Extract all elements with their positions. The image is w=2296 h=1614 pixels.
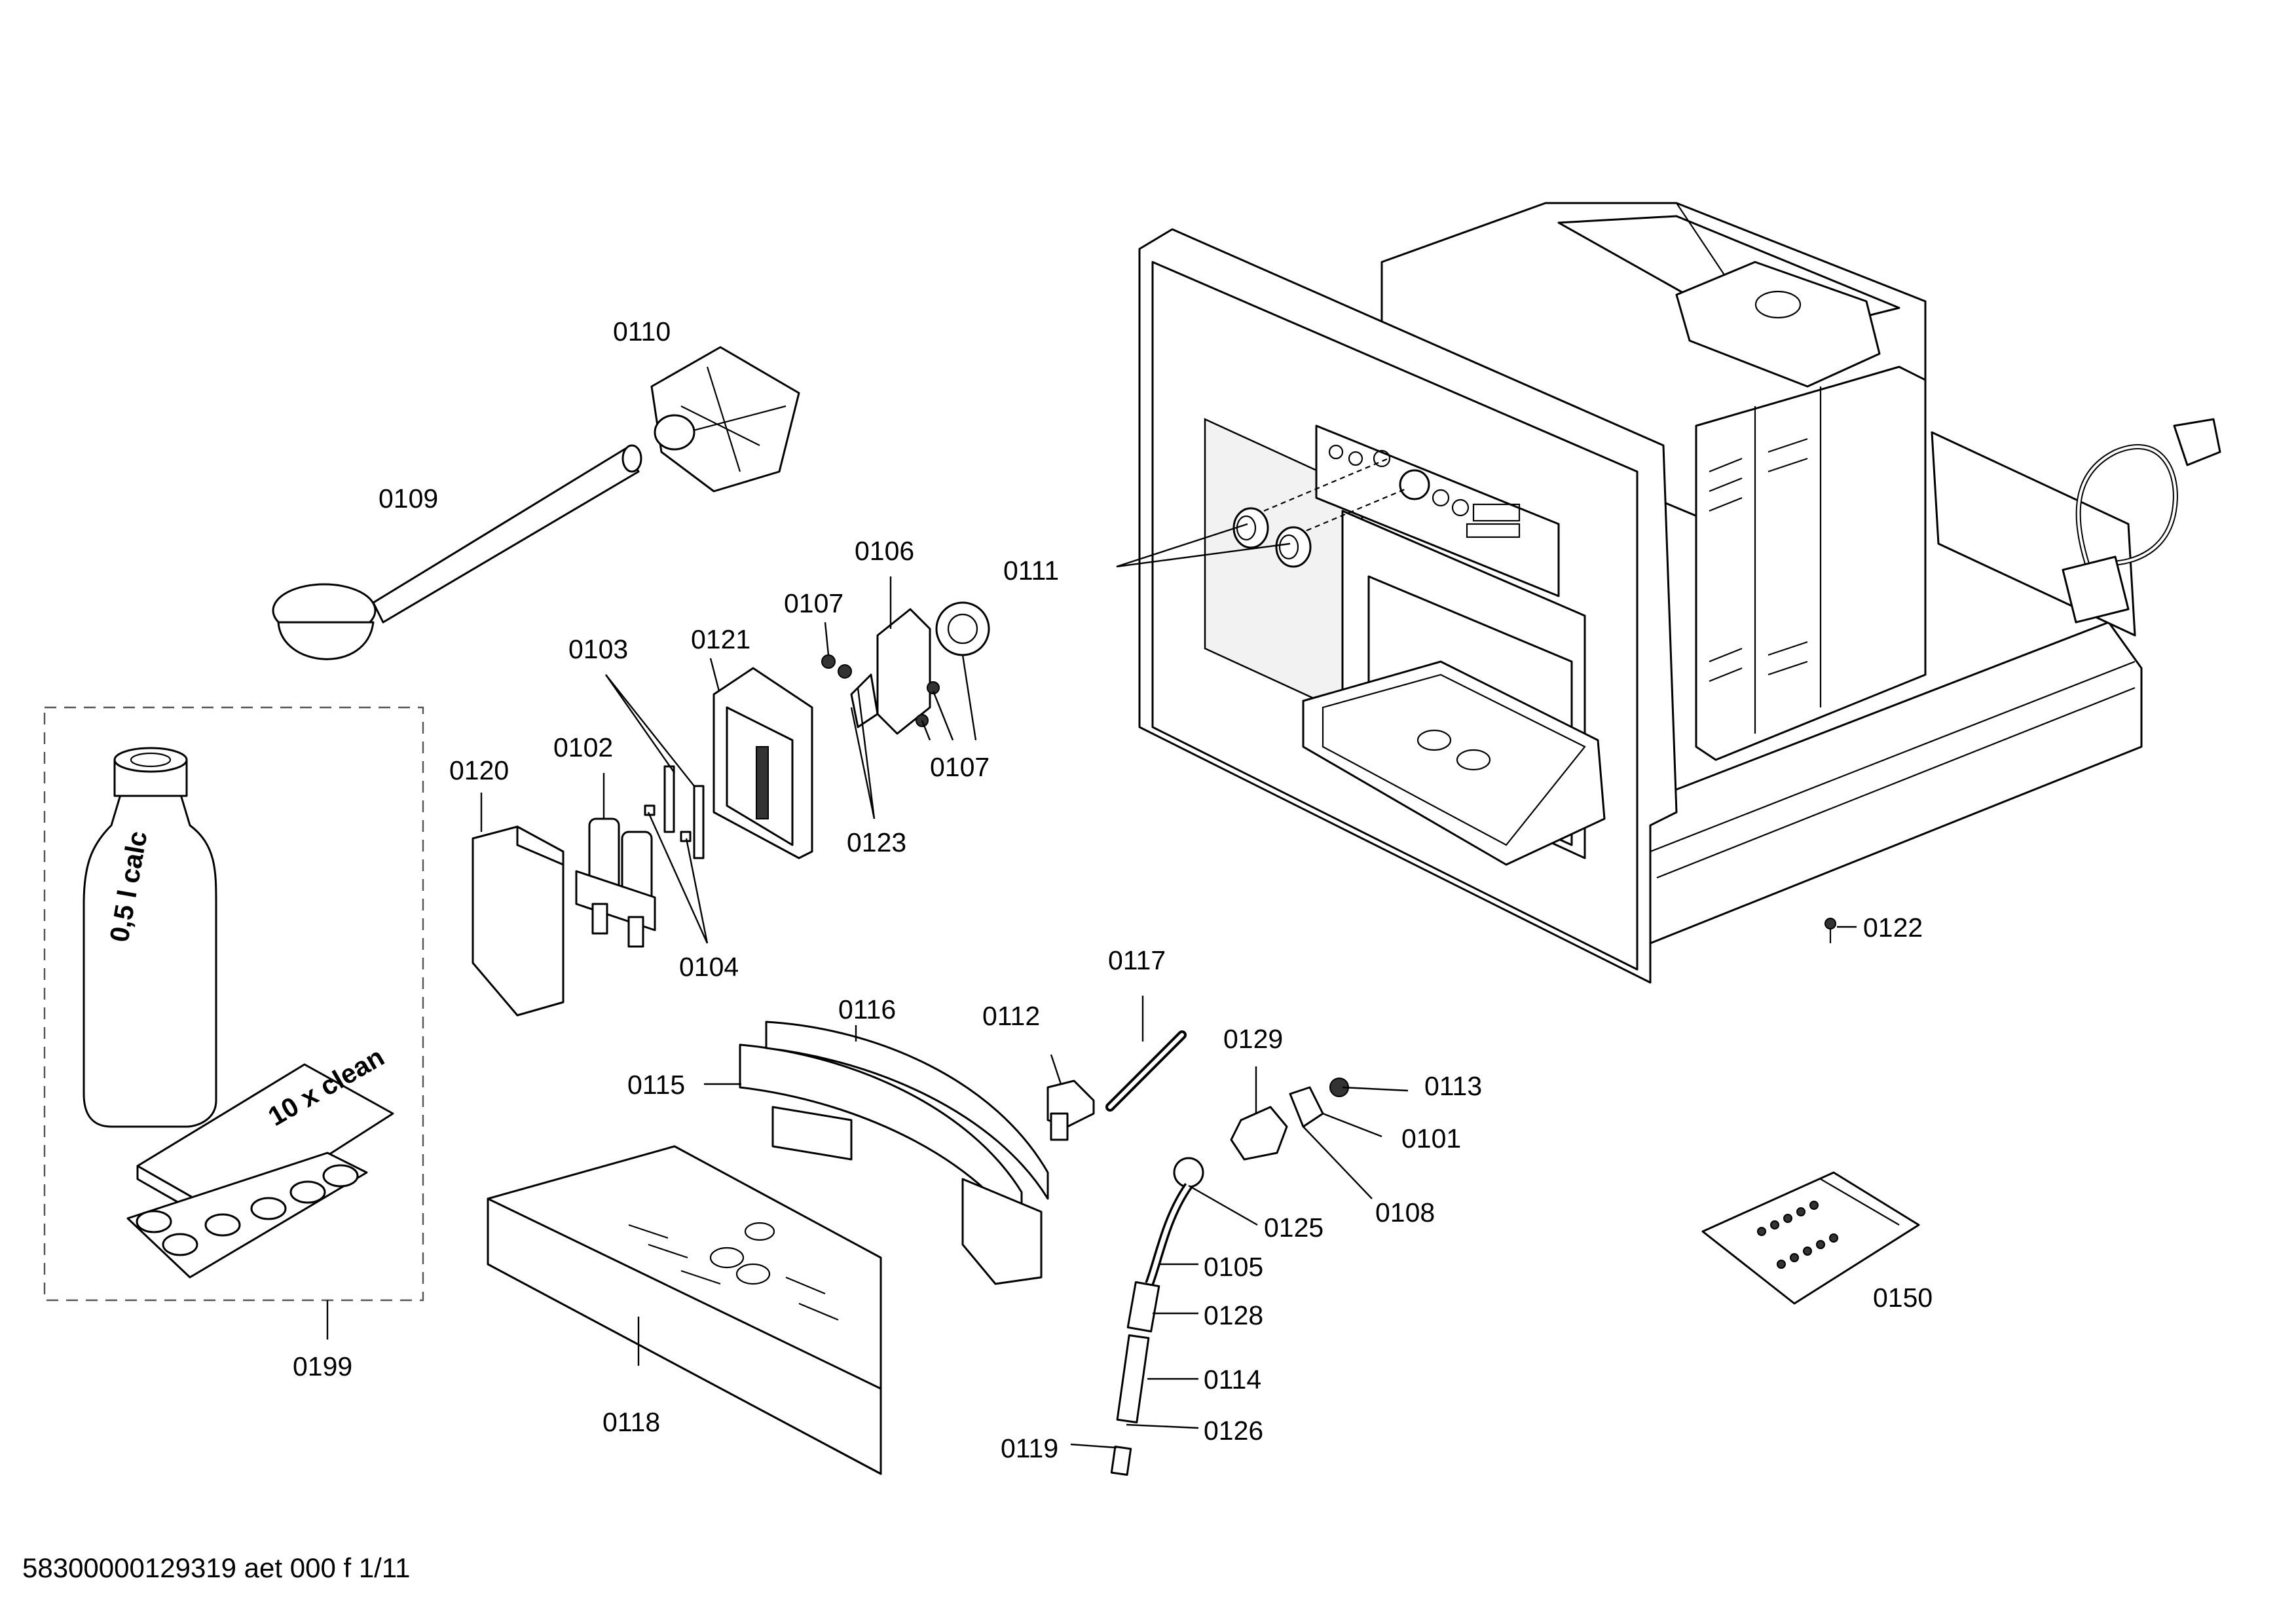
callout-labels: 0110 0109 0106 0107 0111 0103 0121 0102 …: [293, 316, 1933, 1463]
label-0103: 0103: [568, 634, 628, 664]
label-0110: 0110: [613, 316, 671, 347]
label-0105: 0105: [1204, 1252, 1263, 1282]
drip-tray: [1302, 660, 1606, 866]
leader-lines: [326, 523, 1857, 1449]
label-0150: 0150: [1873, 1283, 1933, 1313]
control-panel: [1315, 424, 1560, 597]
document-id: 58300000129319 aet 000 f 1/11: [22, 1552, 411, 1583]
seals-0103-0104: [644, 765, 705, 859]
label-0129: 0129: [1223, 1024, 1283, 1054]
descaler-bottle: 0,5 l calc: [83, 747, 217, 1128]
power-cable: [2062, 418, 2221, 624]
label-0122: 0122: [1863, 912, 1923, 943]
label-0109: 0109: [379, 483, 438, 514]
label-0106: 0106: [855, 536, 914, 566]
appliance-housing: [1138, 202, 2221, 984]
label-0120: 0120: [449, 755, 509, 785]
label-0199: 0199: [293, 1351, 352, 1381]
label-0114: 0114: [1204, 1364, 1261, 1395]
cover-0120: [472, 825, 565, 1017]
drip-grid-0118: [487, 1145, 882, 1475]
label-0108: 0108: [1375, 1197, 1435, 1228]
cleaning-tablets: 10 x clean: [126, 1042, 394, 1279]
label-0113: 0113: [1424, 1071, 1482, 1101]
label-0104: 0104: [679, 952, 739, 982]
label-0118: 0118: [602, 1407, 660, 1437]
label-0125: 0125: [1264, 1212, 1324, 1243]
label-0117: 0117: [1108, 945, 1166, 975]
label-0107-lower: 0107: [930, 752, 990, 782]
nozzle-0102: [575, 817, 656, 948]
screw-bag-0150: [1701, 1171, 1920, 1305]
label-0126: 0126: [1204, 1416, 1263, 1446]
label-0123: 0123: [847, 827, 906, 857]
vent-slots: [1709, 438, 1808, 683]
label-0116: 0116: [838, 994, 896, 1024]
switch-assembly-0106: [821, 601, 990, 735]
label-0101: 0101: [1401, 1123, 1461, 1154]
cleaning-kit-0199: 0,5 l calc 10 x clean: [43, 706, 424, 1302]
label-0115: 0115: [627, 1070, 685, 1100]
clip-0112: [1046, 1079, 1095, 1141]
front-panel-0115-0116: [739, 1021, 1049, 1285]
screw-0122: [1824, 918, 1836, 943]
rod-0117: [1105, 1030, 1187, 1112]
label-0119: 0119: [1001, 1433, 1058, 1463]
label-0107-upper: 0107: [784, 588, 843, 618]
scoop-0109: [272, 444, 642, 660]
label-0112: 0112: [982, 1001, 1040, 1031]
valve-hose-assembly: [1110, 1078, 1349, 1476]
label-0102: 0102: [553, 732, 613, 762]
label-0111: 0111: [1003, 555, 1059, 586]
label-0121: 0121: [691, 624, 750, 654]
strainer-0110: [650, 346, 800, 493]
bracket-0121: [713, 667, 813, 859]
label-0128: 0128: [1204, 1300, 1263, 1330]
water-tank-lid: [1675, 261, 1881, 388]
